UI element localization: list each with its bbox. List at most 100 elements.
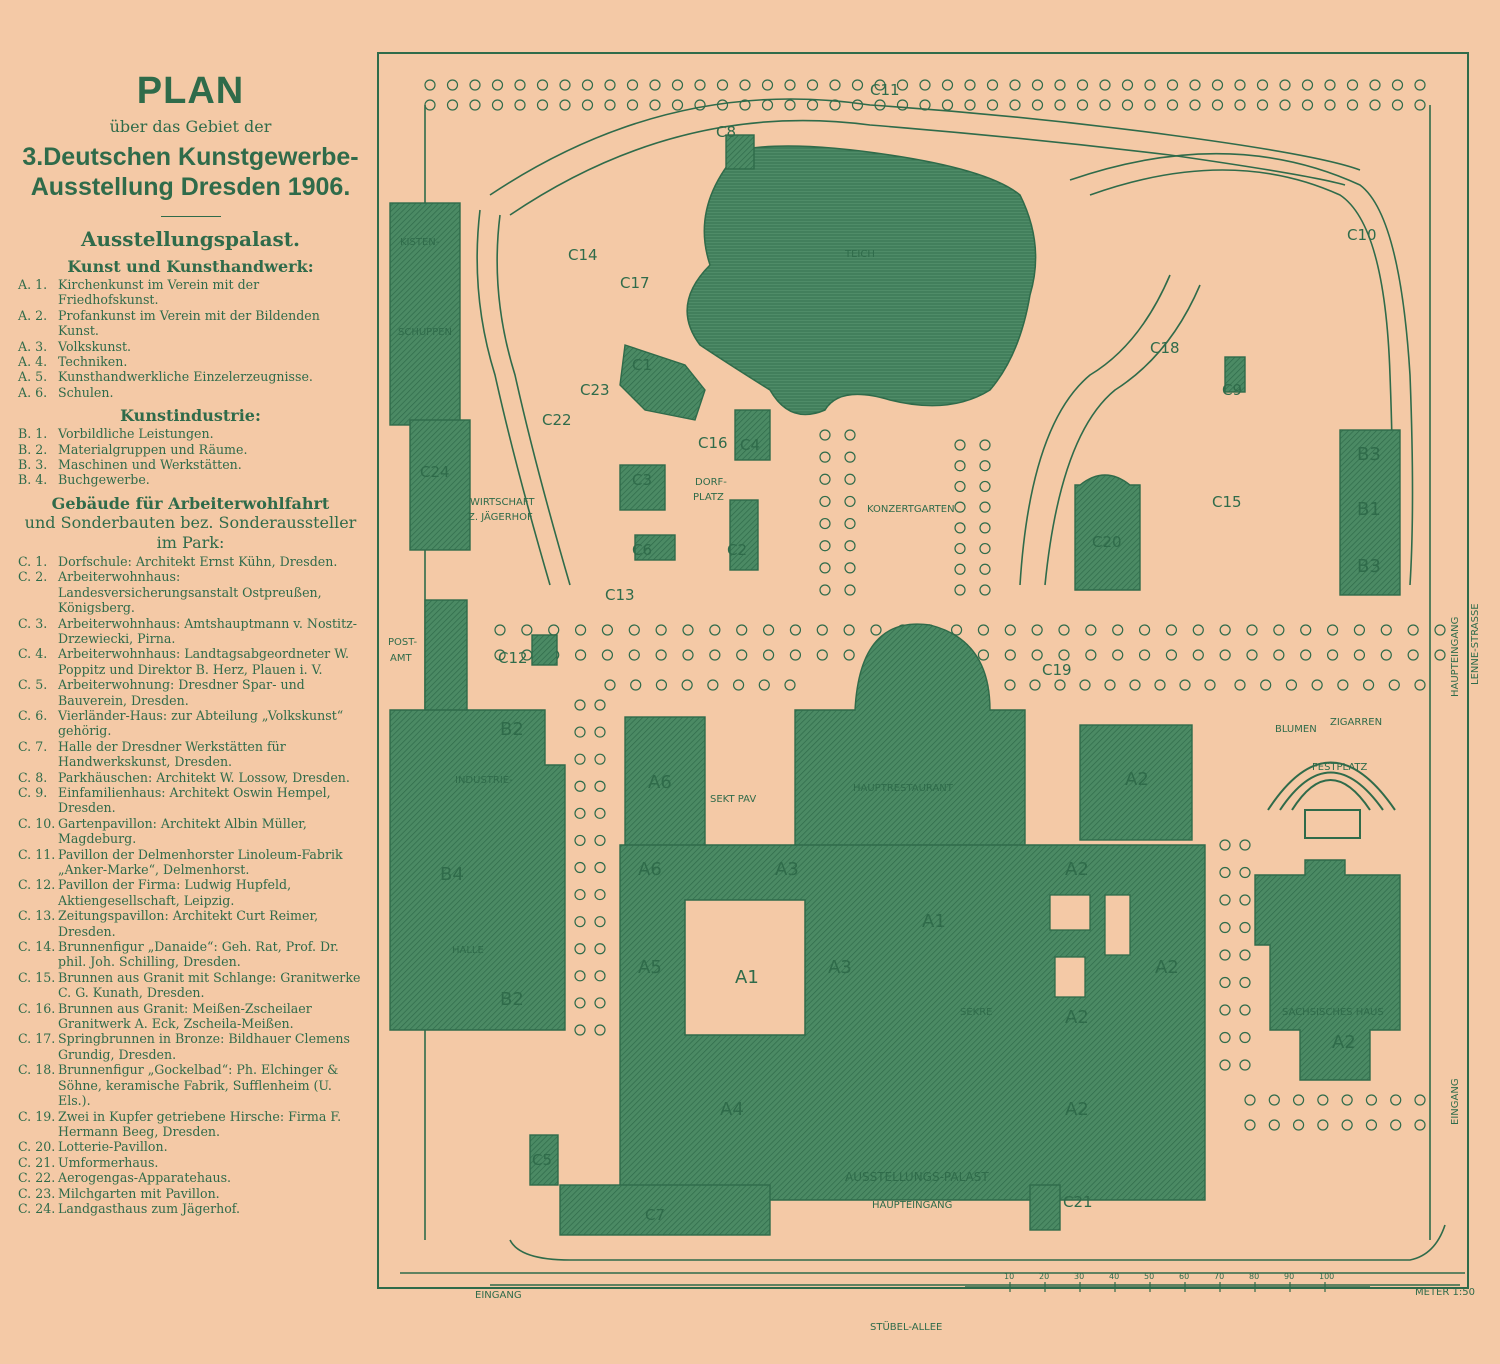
label-dorfplatz-2: PLATZ [693,492,724,503]
tree-icon [1076,99,1089,111]
item-text: Springbrunnen in Bronze: Bildhauer Cleme… [58,1031,350,1062]
item-code: C. 1. [18,553,48,569]
legend-item: B. 1.Vorbildliche Leistungen. [18,426,363,441]
tree-icon [681,679,693,691]
item-text: Vierländer-Haus: zur Abteilung „Volkskun… [58,707,344,739]
item-text: Arbeiterwohnung: Dresdner Spar- und Bauv… [58,677,305,708]
tree-icon [1324,79,1336,91]
legend-item: C. 7.Halle der Dresdner Werkstätten für … [18,739,363,770]
legend-item: C. 22.Aerogengas-Apparatehaus. [18,1170,363,1185]
label-c2: C2 [727,541,747,559]
tree-icon [574,649,587,661]
tree-icon [581,99,594,111]
tree-icon [1219,894,1231,906]
tree-icon [784,79,796,91]
tree-icon [1234,679,1246,691]
item-code: A. 1. [18,277,48,292]
tree-icon [1279,99,1291,111]
tree-icon [1219,624,1231,636]
tree-icon [446,99,459,111]
label-b2-south: B2 [500,989,524,1010]
item-code: A. 3. [18,338,48,354]
label-a4: A4 [720,1099,744,1120]
tree-icon [574,997,586,1009]
tree-icon [694,99,706,111]
tree-icon [1390,1094,1402,1106]
tree-icon [819,473,831,485]
tree-icon [1434,624,1446,636]
tree-icon [1192,624,1204,636]
tree-icon [1317,1094,1329,1106]
tree-icon [1239,1004,1251,1016]
group-c-list: C. 1.Dorfschule: Architekt Ernst Kühn, D… [18,554,363,1216]
label-blumen: BLUMEN [1275,724,1317,735]
tree-icon [1219,949,1231,961]
tree-icon [1239,976,1251,989]
tree-icon [1079,679,1091,691]
tree-icon [469,99,481,111]
item-code: C. 10. [18,815,56,831]
legend-item: C. 10.Gartenpavillon: Architekt Albin Mü… [18,816,363,847]
tree-icon [954,460,966,472]
legend-item: A. 2.Profankunst im Verein mit der Bilde… [18,308,363,339]
item-code: C. 17. [18,1031,56,1047]
tree-icon [1341,1119,1353,1131]
item-text: Milchgarten mit Pavillon. [58,1185,220,1201]
label-a2-south: A2 [1065,1099,1089,1120]
tree-icon [1009,79,1021,91]
tree-icon [1076,79,1089,91]
group-a-list: A. 1.Kirchenkunst im Verein mit der Frie… [18,277,363,400]
tree-icon [574,916,586,928]
tree-icon [1054,99,1066,111]
tree-icon [594,888,606,901]
item-text: Materialgruppen und Räume. [58,441,248,457]
tree-icon [1273,649,1285,661]
tree-icon [1166,79,1179,91]
label-b3-south: B3 [1357,556,1381,577]
tree-icon [1317,1119,1329,1131]
label-haupteingang-south: HAUPTEINGANG [872,1200,952,1211]
tree-icon [819,451,831,463]
a2-courtyards [1049,894,1131,998]
building-labels: C1 C2 C3 C4 C5 C6 C7 C8 C9 C10 C11 C12 C… [420,81,1381,1224]
tree-icon [682,649,694,661]
tree-icon [1004,679,1016,691]
label-c1: C1 [632,356,652,374]
tree-icon [628,649,640,661]
tree-icon [1004,649,1016,661]
tree-icon [844,473,856,485]
label-festplatz: FESTPLATZ [1312,762,1368,773]
tree-icon [1099,99,1111,111]
scale-tick-label: 60 [1179,1272,1189,1281]
tree-icon [521,624,533,636]
tree-icon [1219,1004,1231,1016]
legend-panel: PLAN über das Gebiet der 3.Deutschen Kun… [18,70,363,1216]
tree-icon [844,495,856,508]
item-code: A. 6. [18,384,48,400]
item-text: Pavillon der Delmenhorster Linoleum-Fabr… [58,846,343,877]
c6-building [634,534,676,561]
tree-icon [761,79,774,91]
tree-icon [843,649,855,661]
label-lenne-strasse: LENNE-STRASSE [1470,603,1481,685]
label-c6: C6 [632,541,652,559]
item-text: Zwei in Kupfer getriebene Hirsche: Firma… [58,1108,342,1139]
label-hauptrestaurant: HAUPTRESTAURANT [853,783,954,794]
tree-icon [1054,679,1066,691]
section-heading: Ausstellungspalast. [80,227,301,251]
tree-icon [1234,99,1246,111]
tree-icon [919,79,931,91]
tree-icon [1285,679,1298,691]
item-text: Parkhäuschen: Architekt W. Lossow, Dresd… [58,769,350,785]
legend-item: C. 24.Landgasthaus zum Jägerhof. [18,1201,363,1216]
tree-icon [1380,624,1392,636]
label-c19: C19 [1042,661,1072,679]
label-c22: C22 [542,411,572,429]
tree-icon [874,99,886,111]
item-text: Gartenpavillon: Architekt Albin Müller, … [58,815,307,847]
tree-icon [1239,866,1251,879]
tree-icon [1009,99,1021,111]
tree-icon [979,584,991,596]
tree-icon [739,79,751,91]
